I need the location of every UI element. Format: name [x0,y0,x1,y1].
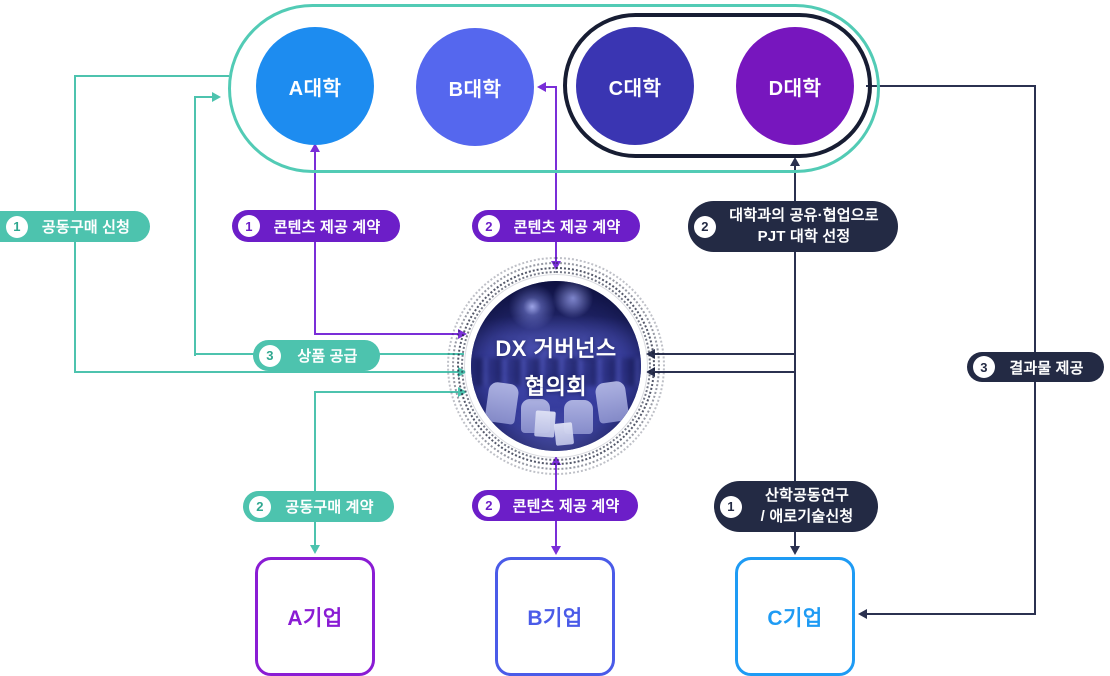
university-group-container [228,4,880,173]
connector-joint-request-top [74,75,229,77]
label-content-contract-a: 1 콘텐츠 제공 계약 [232,210,400,242]
council-speckle-ring-outer [447,257,665,475]
council-speckle-ring-core [461,271,651,461]
step-badge: 1 [720,495,742,518]
label-pjt-selection: 2 대학과의 공유·협업으로 PJT 대학 선정 [688,201,898,252]
label-product-supply: 3 상품 공급 [253,340,380,371]
step-badge: 2 [249,495,271,518]
university-c-label: C대학 [608,77,662,100]
label-line1: 산학공동연구 [764,487,849,505]
connector-joint-contract-horizontal [315,391,460,393]
council-speckle-ring-inner [457,267,655,465]
label-text: 콘텐츠 제공 계약 [512,498,620,515]
step-badge: 3 [259,344,281,367]
connector-joint-request-to-council [74,371,460,373]
connector-content-b-top [546,86,557,88]
label-text: 콘텐츠 제공 계약 [513,218,621,236]
label-joint-purchase-contract: 2 공동구매 계약 [243,491,394,522]
university-d-label: D대학 [768,77,822,100]
label-text: 공동구매 신청 [41,219,131,236]
label-content-contract-b-university: 2 콘텐츠 제공 계약 [472,210,640,242]
label-content-contract-b-company: 2 콘텐츠 제공 계약 [472,490,638,521]
university-b-label: B대학 [448,78,502,101]
connector-result-bottom [867,613,1036,615]
step-badge: 2 [478,494,500,517]
step-badge: 3 [973,356,995,378]
arrowhead-into-company-b [550,546,561,555]
council-speckle-ring-mid [452,262,660,470]
node-company-a: A기업 [255,557,375,676]
node-university-a: A대학 [256,27,374,145]
label-text: 콘텐츠 제공 계약 [273,218,381,236]
label-joint-purchase-request: 1 공동구매 신청 [0,211,150,242]
node-company-b: B기업 [495,557,615,676]
label-text: 상품 공급 [297,348,358,365]
company-c-label: C기업 [767,606,823,630]
council-title: DX 거버넌스 협의회 [471,281,641,451]
council-title-line1: DX 거버넌스 [495,336,617,361]
connector-pjt-to-council [655,353,795,355]
label-line2: PJT 대학 선정 [757,227,851,245]
step-badge: 1 [238,215,260,237]
label-text: 공동구매 계약 [285,499,374,516]
arrowhead-into-universities-product-supply [212,91,221,102]
step-badge: 2 [478,215,500,237]
connector-content-a-horizontal [314,333,460,335]
arrowhead-into-university-d [789,157,800,166]
connector-result-top [866,85,1036,87]
label-industry-research: 1 산학공동연구 / 애로기술신청 [714,481,878,532]
node-university-c: C대학 [576,27,694,145]
node-university-d: D대학 [736,27,854,145]
pjt-university-subgroup-container [563,13,872,158]
node-dx-governance-council: DX 거버넌스 협의회 [465,275,647,457]
arrowhead-into-company-c-top [789,546,800,555]
label-text: 결과물 제공 [1009,359,1084,377]
node-university-b: B대학 [416,28,534,146]
label-result-delivery: 3 결과물 제공 [967,352,1104,382]
connector-product-supply-vertical [194,96,196,356]
connector-joint-contract-vertical [314,391,316,546]
connector-content-b-vertical [555,86,557,262]
label-line2: / 애로기술신청 [760,507,854,525]
arrowhead-into-company-c-right [858,608,867,619]
arrowhead-into-university-a [309,143,320,152]
university-a-label: A대학 [288,77,342,100]
connector-content-a-vertical [314,151,316,335]
connector-research-to-council [655,371,795,373]
node-company-c: C기업 [735,557,855,676]
label-text: 산학공동연구 / 애로기술신청 [750,486,864,527]
arrowhead-into-company-a [309,545,320,554]
label-text: 대학과의 공유·협업으로 PJT 대학 선정 [724,206,884,247]
council-photo [471,281,641,451]
step-badge: 1 [6,215,28,238]
company-b-label: B기업 [527,606,583,630]
arrowhead-into-university-b [537,81,546,92]
connector-result-vertical [1034,85,1036,615]
label-line1: 대학과의 공유·협업으로 [729,207,879,225]
council-title-line2: 협의회 [524,374,588,399]
company-a-label: A기업 [287,606,343,630]
connector-product-supply-top [194,96,213,98]
step-badge: 2 [694,215,716,238]
connector-pjt-vertical [794,166,796,548]
